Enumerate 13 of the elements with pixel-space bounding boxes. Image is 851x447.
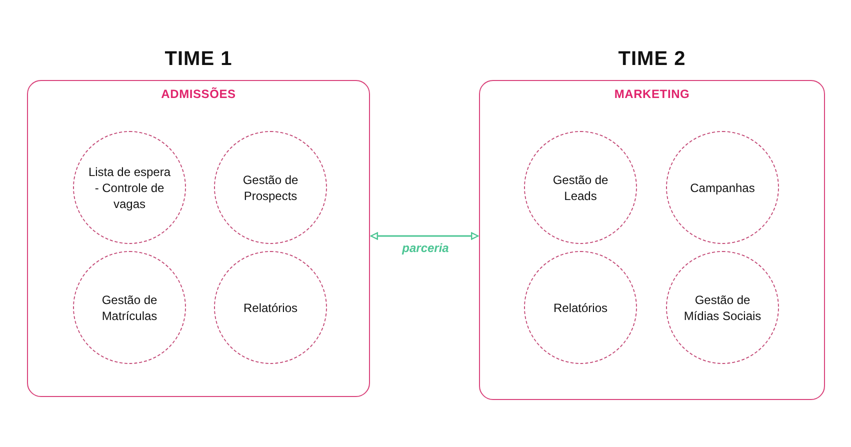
team-heading: TIME 1 — [164, 47, 232, 72]
circle-label: Relatórios — [242, 300, 299, 316]
circle-label: Relatórios — [552, 300, 609, 316]
circle-label: Gestão de Mídias Sociais — [682, 292, 762, 324]
team-heading: TIME 2 — [618, 47, 686, 72]
circle-label: Lista de espera - Controle de vagas — [87, 164, 172, 212]
section-title: ADMISSÕES — [161, 86, 236, 103]
section-title: MARKETING — [614, 86, 690, 103]
circle-label: Gestão de Leads — [552, 172, 610, 204]
circle-label: Gestão de Matrículas — [100, 292, 158, 324]
circle-label: Gestão de Prospects — [242, 172, 300, 204]
circle-label: Campanhas — [689, 180, 756, 196]
double-arrow — [370, 232, 479, 240]
